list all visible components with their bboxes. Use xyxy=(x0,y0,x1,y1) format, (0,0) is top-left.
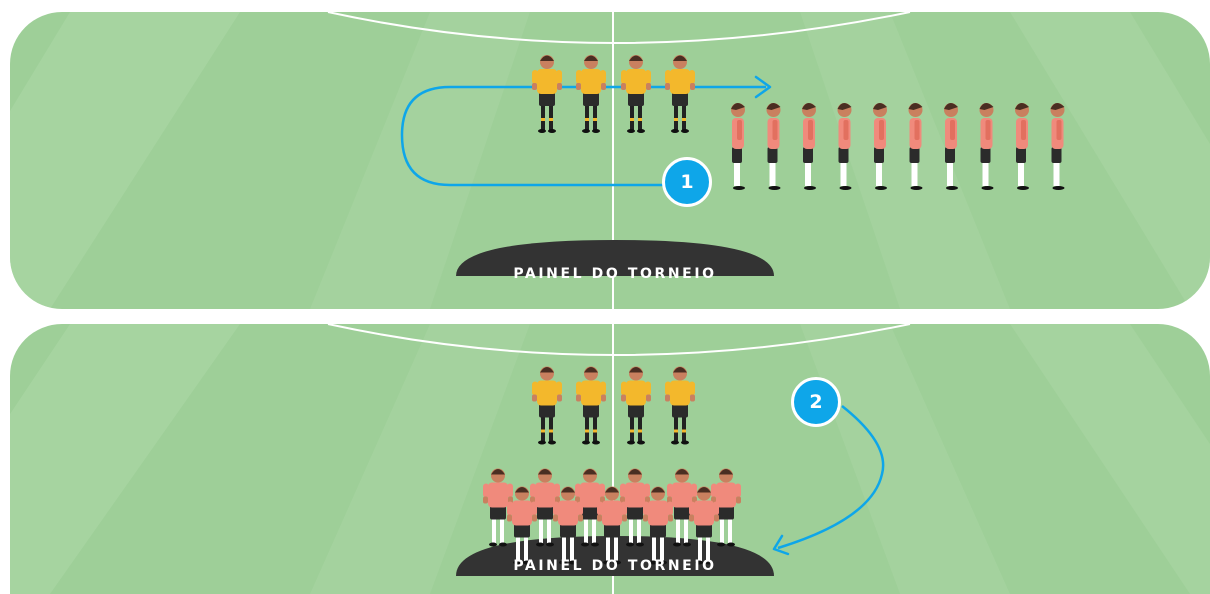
step-1-panel: PAINEL DO TORNEIO 1 xyxy=(10,12,1210,309)
referee-figure-icon xyxy=(576,55,606,133)
center-circle-arc xyxy=(327,12,911,44)
referee-figure-icon xyxy=(621,55,651,133)
player-figure-icon xyxy=(1050,102,1065,190)
player-figure-icon xyxy=(837,102,852,190)
referee-figure-icon xyxy=(621,366,651,445)
pitch-field xyxy=(10,324,1210,594)
player-figure-icon xyxy=(643,486,673,565)
player-figure-icon xyxy=(530,468,560,547)
tournament-board xyxy=(456,240,774,276)
arrow-head-icon xyxy=(772,534,790,556)
player-figure-icon xyxy=(553,486,583,565)
player-figure-icon xyxy=(802,102,816,190)
referee-figure-icon xyxy=(532,366,562,445)
center-circle-arc xyxy=(327,324,911,356)
player-figure-icon xyxy=(1015,102,1029,190)
player-figure-icon xyxy=(620,468,650,547)
lineup-path-arrow xyxy=(777,405,885,550)
player-figure-icon xyxy=(507,486,537,565)
walkout-path-arrow xyxy=(400,85,766,187)
step-badge-1: 1 xyxy=(662,157,712,207)
player-figure-icon xyxy=(597,486,627,565)
player-figure-icon xyxy=(944,102,958,190)
player-figure-icon xyxy=(731,102,745,190)
referee-figure-icon xyxy=(665,55,695,133)
pitch-field xyxy=(10,12,1210,309)
referee-figure-icon xyxy=(576,366,606,445)
referee-figure-icon xyxy=(532,55,562,133)
step-1-figures xyxy=(532,55,1065,190)
board-label-2: PAINEL DO TORNEIO xyxy=(513,558,717,574)
player-figure-icon xyxy=(766,102,781,190)
step-2-panel: PAINEL DO TORNEIO 2 xyxy=(10,324,1210,594)
board-label-1: PAINEL DO TORNEIO xyxy=(513,266,717,282)
player-figure-icon xyxy=(575,468,605,547)
player-figure-icon xyxy=(711,468,741,547)
step-2-figures xyxy=(483,366,741,565)
referee-figure-icon xyxy=(665,366,695,445)
player-figure-icon xyxy=(667,468,697,547)
player-figure-icon xyxy=(873,102,887,190)
player-figure-icon xyxy=(908,102,923,190)
player-figure-icon xyxy=(979,102,994,190)
arrow-head-icon xyxy=(754,75,772,99)
step-badge-2: 2 xyxy=(791,377,841,427)
player-figure-icon xyxy=(689,486,719,565)
